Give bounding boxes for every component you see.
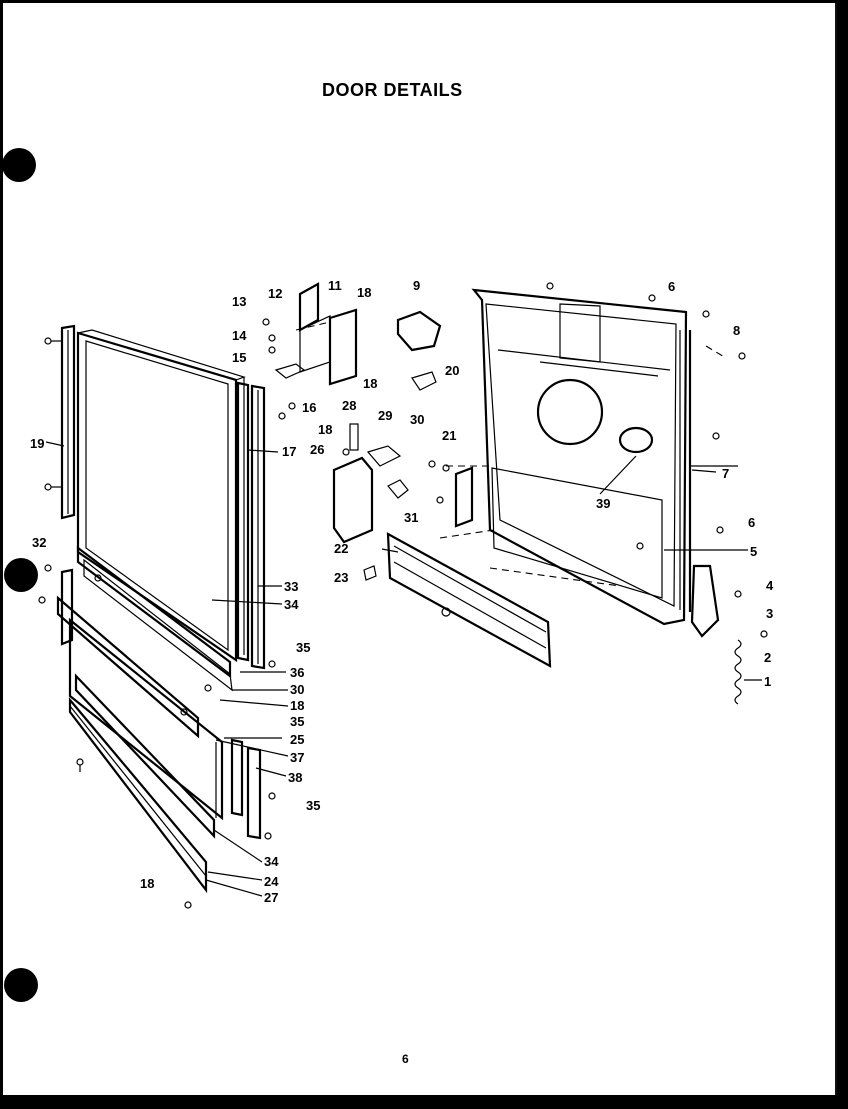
binder-hole-bottom xyxy=(4,968,38,1002)
callout-12: 12 xyxy=(268,286,282,301)
callout-29: 29 xyxy=(378,408,392,423)
leader-lines xyxy=(45,441,762,897)
callout-18a: 18 xyxy=(357,285,371,300)
callout-34b: 34 xyxy=(264,854,279,869)
callout-18d: 18 xyxy=(290,698,304,713)
callout-30a: 30 xyxy=(410,412,424,427)
callout-7: 7 xyxy=(722,466,729,481)
latch-assembly xyxy=(262,282,358,420)
callout-33: 33 xyxy=(284,579,298,594)
callout-6: 6 xyxy=(748,515,755,530)
vent-strip-22 xyxy=(363,532,552,668)
callout-35b: 35 xyxy=(290,714,304,729)
callout-28: 28 xyxy=(342,398,356,413)
inner-door-screws xyxy=(442,282,746,550)
callout-38: 38 xyxy=(288,770,302,785)
callout-13: 13 xyxy=(232,294,246,309)
clip-20 xyxy=(411,371,437,391)
callout-16: 16 xyxy=(302,400,316,415)
callout-17: 17 xyxy=(282,444,296,459)
callout-34a: 34 xyxy=(284,597,299,612)
callout-32: 32 xyxy=(32,535,46,550)
lower-trim-panels xyxy=(38,564,276,909)
callout-18c: 18 xyxy=(318,422,332,437)
callout-6b: 6 xyxy=(668,279,675,294)
callout-25: 25 xyxy=(290,732,304,747)
paper-sheet xyxy=(3,3,837,1095)
binder-hole-top xyxy=(2,148,36,182)
switch-assembly xyxy=(332,423,436,544)
callout-39: 39 xyxy=(596,496,610,511)
assembly-lines xyxy=(295,321,727,587)
callout-35a: 35 xyxy=(296,640,310,655)
callout-2: 2 xyxy=(764,650,771,665)
hinge-spring xyxy=(690,564,768,705)
callout-20: 20 xyxy=(445,363,459,378)
callout-22: 22 xyxy=(334,541,348,556)
diagram-title: DOOR DETAILS xyxy=(322,80,463,100)
callout-15: 15 xyxy=(232,350,246,365)
callout-18b: 18 xyxy=(363,376,377,391)
side-trim-19 xyxy=(44,324,76,520)
callout-5: 5 xyxy=(750,544,757,559)
bracket-21 xyxy=(436,466,474,528)
callout-3: 3 xyxy=(766,606,773,621)
callout-36: 36 xyxy=(290,665,304,680)
callout-18e: 18 xyxy=(140,876,154,891)
callout-9: 9 xyxy=(413,278,420,293)
bracket-9 xyxy=(396,310,442,352)
callout-8: 8 xyxy=(733,323,740,338)
callout-37: 37 xyxy=(290,750,304,765)
callout-19: 19 xyxy=(30,436,44,451)
callout-labels: 1 2 3 4 5 6 6 7 8 9 11 12 13 14 15 16 17… xyxy=(30,278,774,905)
callout-4: 4 xyxy=(766,578,774,593)
callout-26: 26 xyxy=(310,442,324,457)
callout-21: 21 xyxy=(442,428,456,443)
page-number: 6 xyxy=(402,1052,409,1066)
callout-11: 11 xyxy=(328,278,342,293)
callout-30b: 30 xyxy=(290,682,304,697)
callout-14: 14 xyxy=(232,328,247,343)
inner-door-liner xyxy=(471,288,688,626)
callout-1: 1 xyxy=(764,674,771,689)
callout-24: 24 xyxy=(264,874,279,889)
outer-door-panel xyxy=(76,329,246,663)
bottom-rail xyxy=(76,545,233,692)
side-trim-17-33 xyxy=(236,381,276,670)
callout-27: 27 xyxy=(264,890,278,905)
callout-35c: 35 xyxy=(306,798,320,813)
callout-31: 31 xyxy=(404,510,418,525)
binder-hole-middle xyxy=(4,558,38,592)
callout-23: 23 xyxy=(334,570,348,585)
